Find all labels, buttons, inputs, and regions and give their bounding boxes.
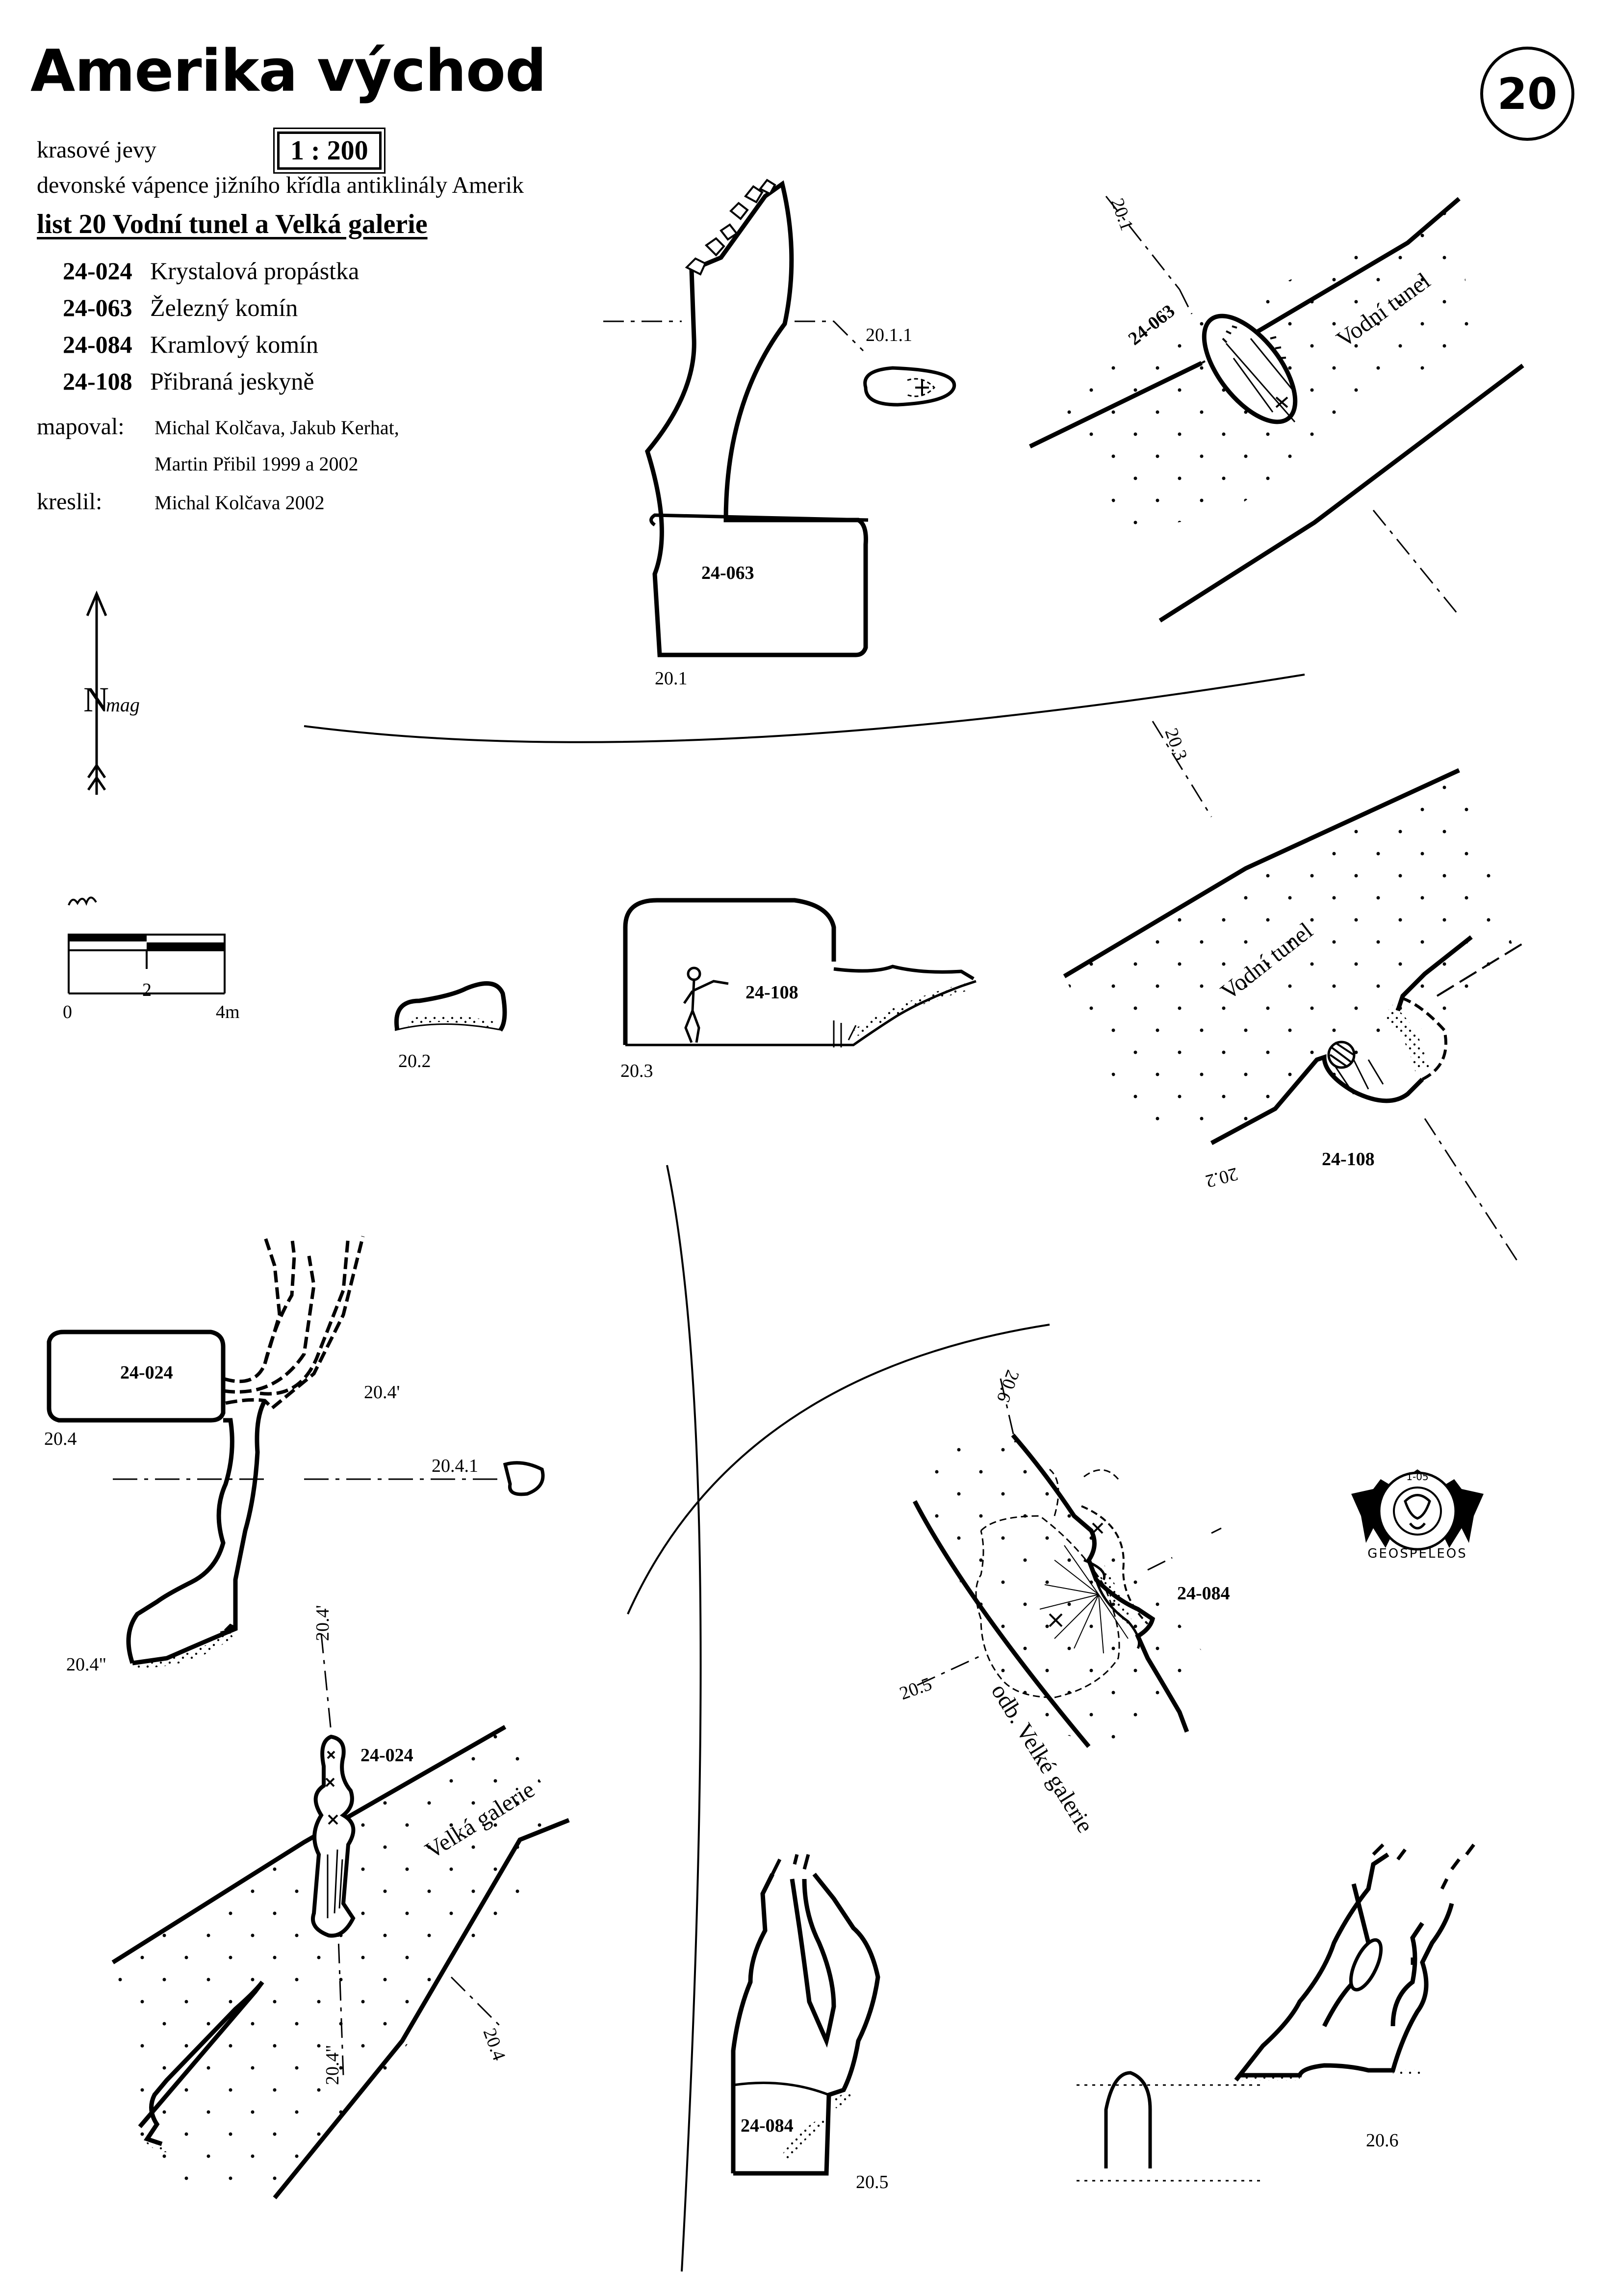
drawn-by-label: kreslil: [37, 489, 103, 515]
section-label: 20.4" [66, 1654, 106, 1675]
section-label: 20.6 [993, 1367, 1023, 1405]
cave-name: Přibraná jeskyně [150, 367, 314, 395]
sheet-title: list 20 Vodní tunel a Velká galerie [37, 209, 428, 239]
cave-code: 24-084 [63, 331, 132, 358]
logo-text: GEOSPELEOS [1367, 1546, 1467, 1561]
north-sub: mag [106, 694, 140, 716]
cave-plan-24-108: Vodní tunel 24-108 20.3 20.2 [1063, 721, 1526, 1266]
cave-label: 24-108 [745, 982, 798, 1003]
list-item: 24-024 Krystalová propástka [63, 253, 359, 289]
cave-profile-24-063: 24-063 20.1 20.1.1 [603, 179, 956, 689]
cross-section-20-6: 20.6 [1077, 1843, 1475, 2182]
drawn-by: Michal Kolčava 2002 [154, 492, 325, 514]
cave-label: 24-063 [701, 563, 754, 583]
cave-label: 24-024 [120, 1362, 173, 1383]
section-label: 20.4 [479, 2026, 510, 2063]
list-item: 24-108 Přibraná jeskyně [63, 363, 359, 400]
north-label: N [83, 680, 109, 719]
cave-name: Krystalová propástka [150, 257, 360, 285]
geospeleos-logo: 1-05 GEOSPELEOS [1351, 1469, 1484, 1561]
section-label: 20.3 [620, 1061, 653, 1081]
map-scale: 1 : 200 [273, 128, 385, 174]
section-label: 20.4' [312, 1605, 333, 1641]
scale-tick-0: 0 [63, 1002, 72, 1022]
map-title: Amerika východ [30, 37, 546, 104]
divider-arc [627, 1324, 1050, 1615]
scale-bar: 0 2 4m [63, 896, 240, 1022]
cave-name: Železný komín [150, 294, 298, 321]
cave-plan-24-063: 24-063 Vodní tunel 20.1 [1029, 196, 1524, 623]
mapped-by-label: mapoval: [37, 414, 125, 440]
cave-profile-24-024: 24-024 20.4 20.4' 20.4.1 20.4" [44, 1235, 545, 1675]
cave-label: 24-024 [360, 1745, 413, 1766]
cave-list: 24-024 Krystalová propástka 24-063 Železný… [63, 253, 359, 400]
section-label: 20.4.1 [432, 1456, 478, 1476]
list-item: 24-084 Kramlový komín [63, 326, 359, 363]
cave-plan-24-084: 24-084 odb. Velké galerie 20.6 20.5 [897, 1367, 1230, 1837]
mapped-by-2: Martin Přibil 1999 a 2002 [154, 453, 359, 475]
cave-code: 24-063 [63, 294, 132, 321]
logo-code: 1-05 [1406, 1471, 1428, 1483]
divider-arc [304, 674, 1305, 743]
section-label: 20.2 [1203, 1163, 1240, 1192]
cave-label: 24-108 [1322, 1149, 1375, 1170]
header-feature-type: krasové jevy [37, 137, 156, 163]
section-label: 20.5 [856, 2172, 889, 2192]
cave-label: 24-084 [741, 2115, 794, 2136]
mapped-by-1: Michal Kolčava, Jakub Kerhat, [154, 417, 399, 439]
section-label: 20.5 [897, 1673, 935, 1704]
header-geology: devonské vápence jižního křídla antiklin… [37, 172, 524, 198]
scale-tick-4m: 4m [216, 1002, 240, 1022]
sheet-number-badge: 20 [1480, 47, 1574, 141]
scale-tick-2: 2 [142, 980, 152, 1000]
section-label: 20.6 [1366, 2130, 1399, 2151]
section-label: 20.4' [364, 1382, 400, 1403]
section-label: 20.4 [44, 1429, 77, 1449]
divider-arc [666, 1165, 702, 2272]
section-label: 20.1 [655, 668, 688, 689]
cave-label: 24-084 [1177, 1583, 1230, 1604]
cave-code: 24-024 [63, 257, 132, 285]
cross-section-20-2: 20.2 [394, 981, 507, 1071]
section-label: 20.2 [398, 1051, 431, 1071]
section-label: 20.1 [1107, 196, 1137, 234]
cave-profile-24-108: 24-108 20.3 [620, 898, 977, 1081]
cave-code: 24-108 [63, 367, 132, 395]
cave-name: Kramlový komín [150, 331, 319, 358]
list-item: 24-063 Železný komín [63, 289, 359, 326]
cave-profile-24-084: 24-084 20.5 [731, 1854, 889, 2192]
cave-plan-24-024: 24-024 Velká galerie 20.4' 20.4" 20.4 [111, 1605, 570, 2199]
section-label: 20.3 [1161, 726, 1191, 763]
north-arrow: N mag [83, 590, 140, 795]
section-label: 20.1.1 [866, 325, 912, 345]
section-label: 20.4" [322, 2045, 343, 2085]
